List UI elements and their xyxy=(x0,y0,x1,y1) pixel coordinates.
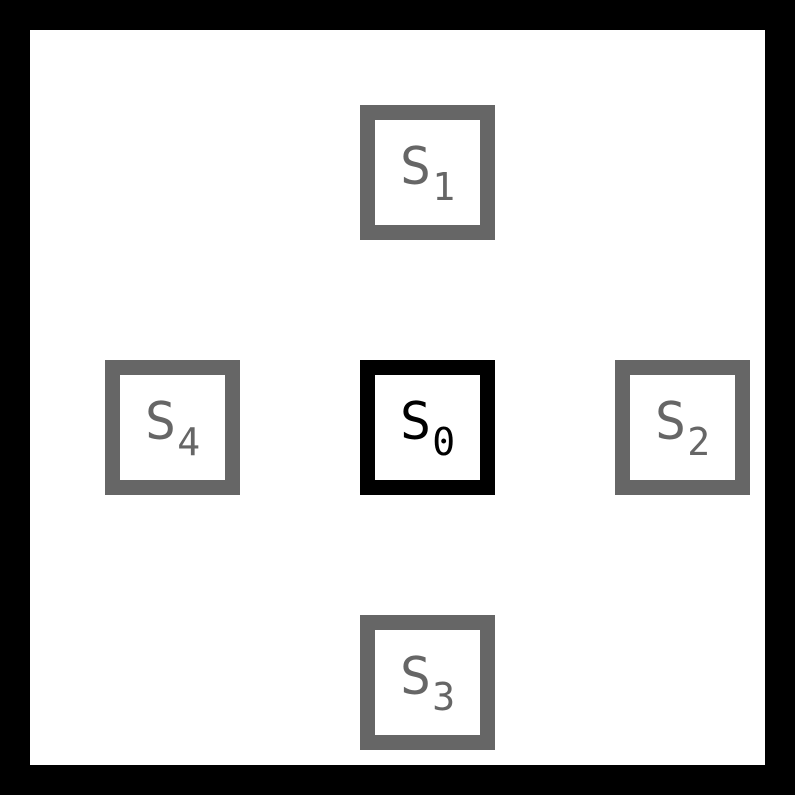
state-letter: S xyxy=(399,646,432,707)
state-letter: S xyxy=(399,136,432,197)
state-letter: S xyxy=(399,391,432,452)
state-subscript: 2 xyxy=(687,419,711,464)
state-subscript: 3 xyxy=(432,674,456,719)
state-subscript: 4 xyxy=(177,419,201,464)
state-subscript: 0 xyxy=(432,419,456,464)
state-letter: S xyxy=(144,391,177,452)
state-letter: S xyxy=(654,391,687,452)
state-subscript: 1 xyxy=(432,164,456,209)
